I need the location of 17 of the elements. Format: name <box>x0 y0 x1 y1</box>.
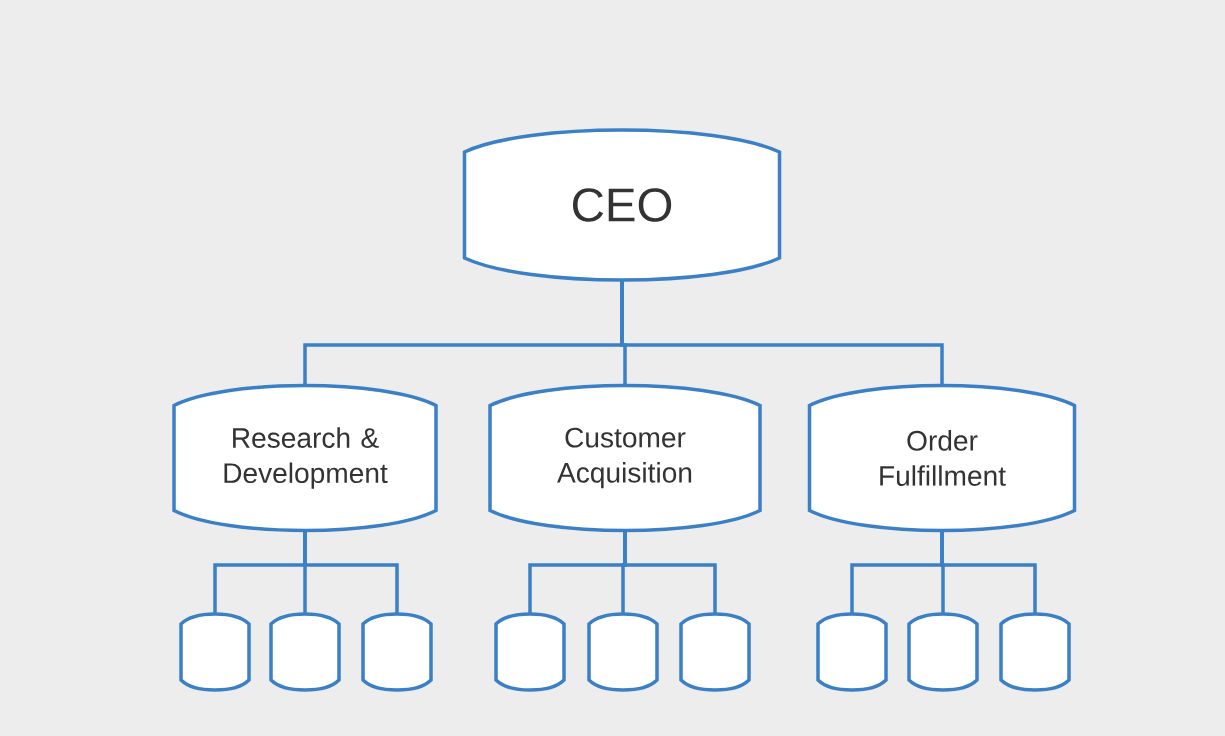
empty-box <box>816 612 888 692</box>
connector-line <box>303 530 399 614</box>
role-box: Research & Development <box>172 383 438 533</box>
connector-line <box>940 530 1037 614</box>
connector-line <box>623 530 717 614</box>
empty-box <box>179 612 251 692</box>
role-box: Customer Acquisition <box>488 383 762 533</box>
ceo-box: CEO <box>462 128 782 282</box>
empty-box <box>907 612 979 692</box>
empty-box <box>494 612 566 692</box>
empty-box <box>587 612 659 692</box>
empty-box <box>269 612 341 692</box>
empty-box <box>999 612 1071 692</box>
empty-box <box>679 612 751 692</box>
role-box: Order Fulfillment <box>807 383 1077 533</box>
connector-line <box>620 280 944 386</box>
empty-box <box>361 612 433 692</box>
